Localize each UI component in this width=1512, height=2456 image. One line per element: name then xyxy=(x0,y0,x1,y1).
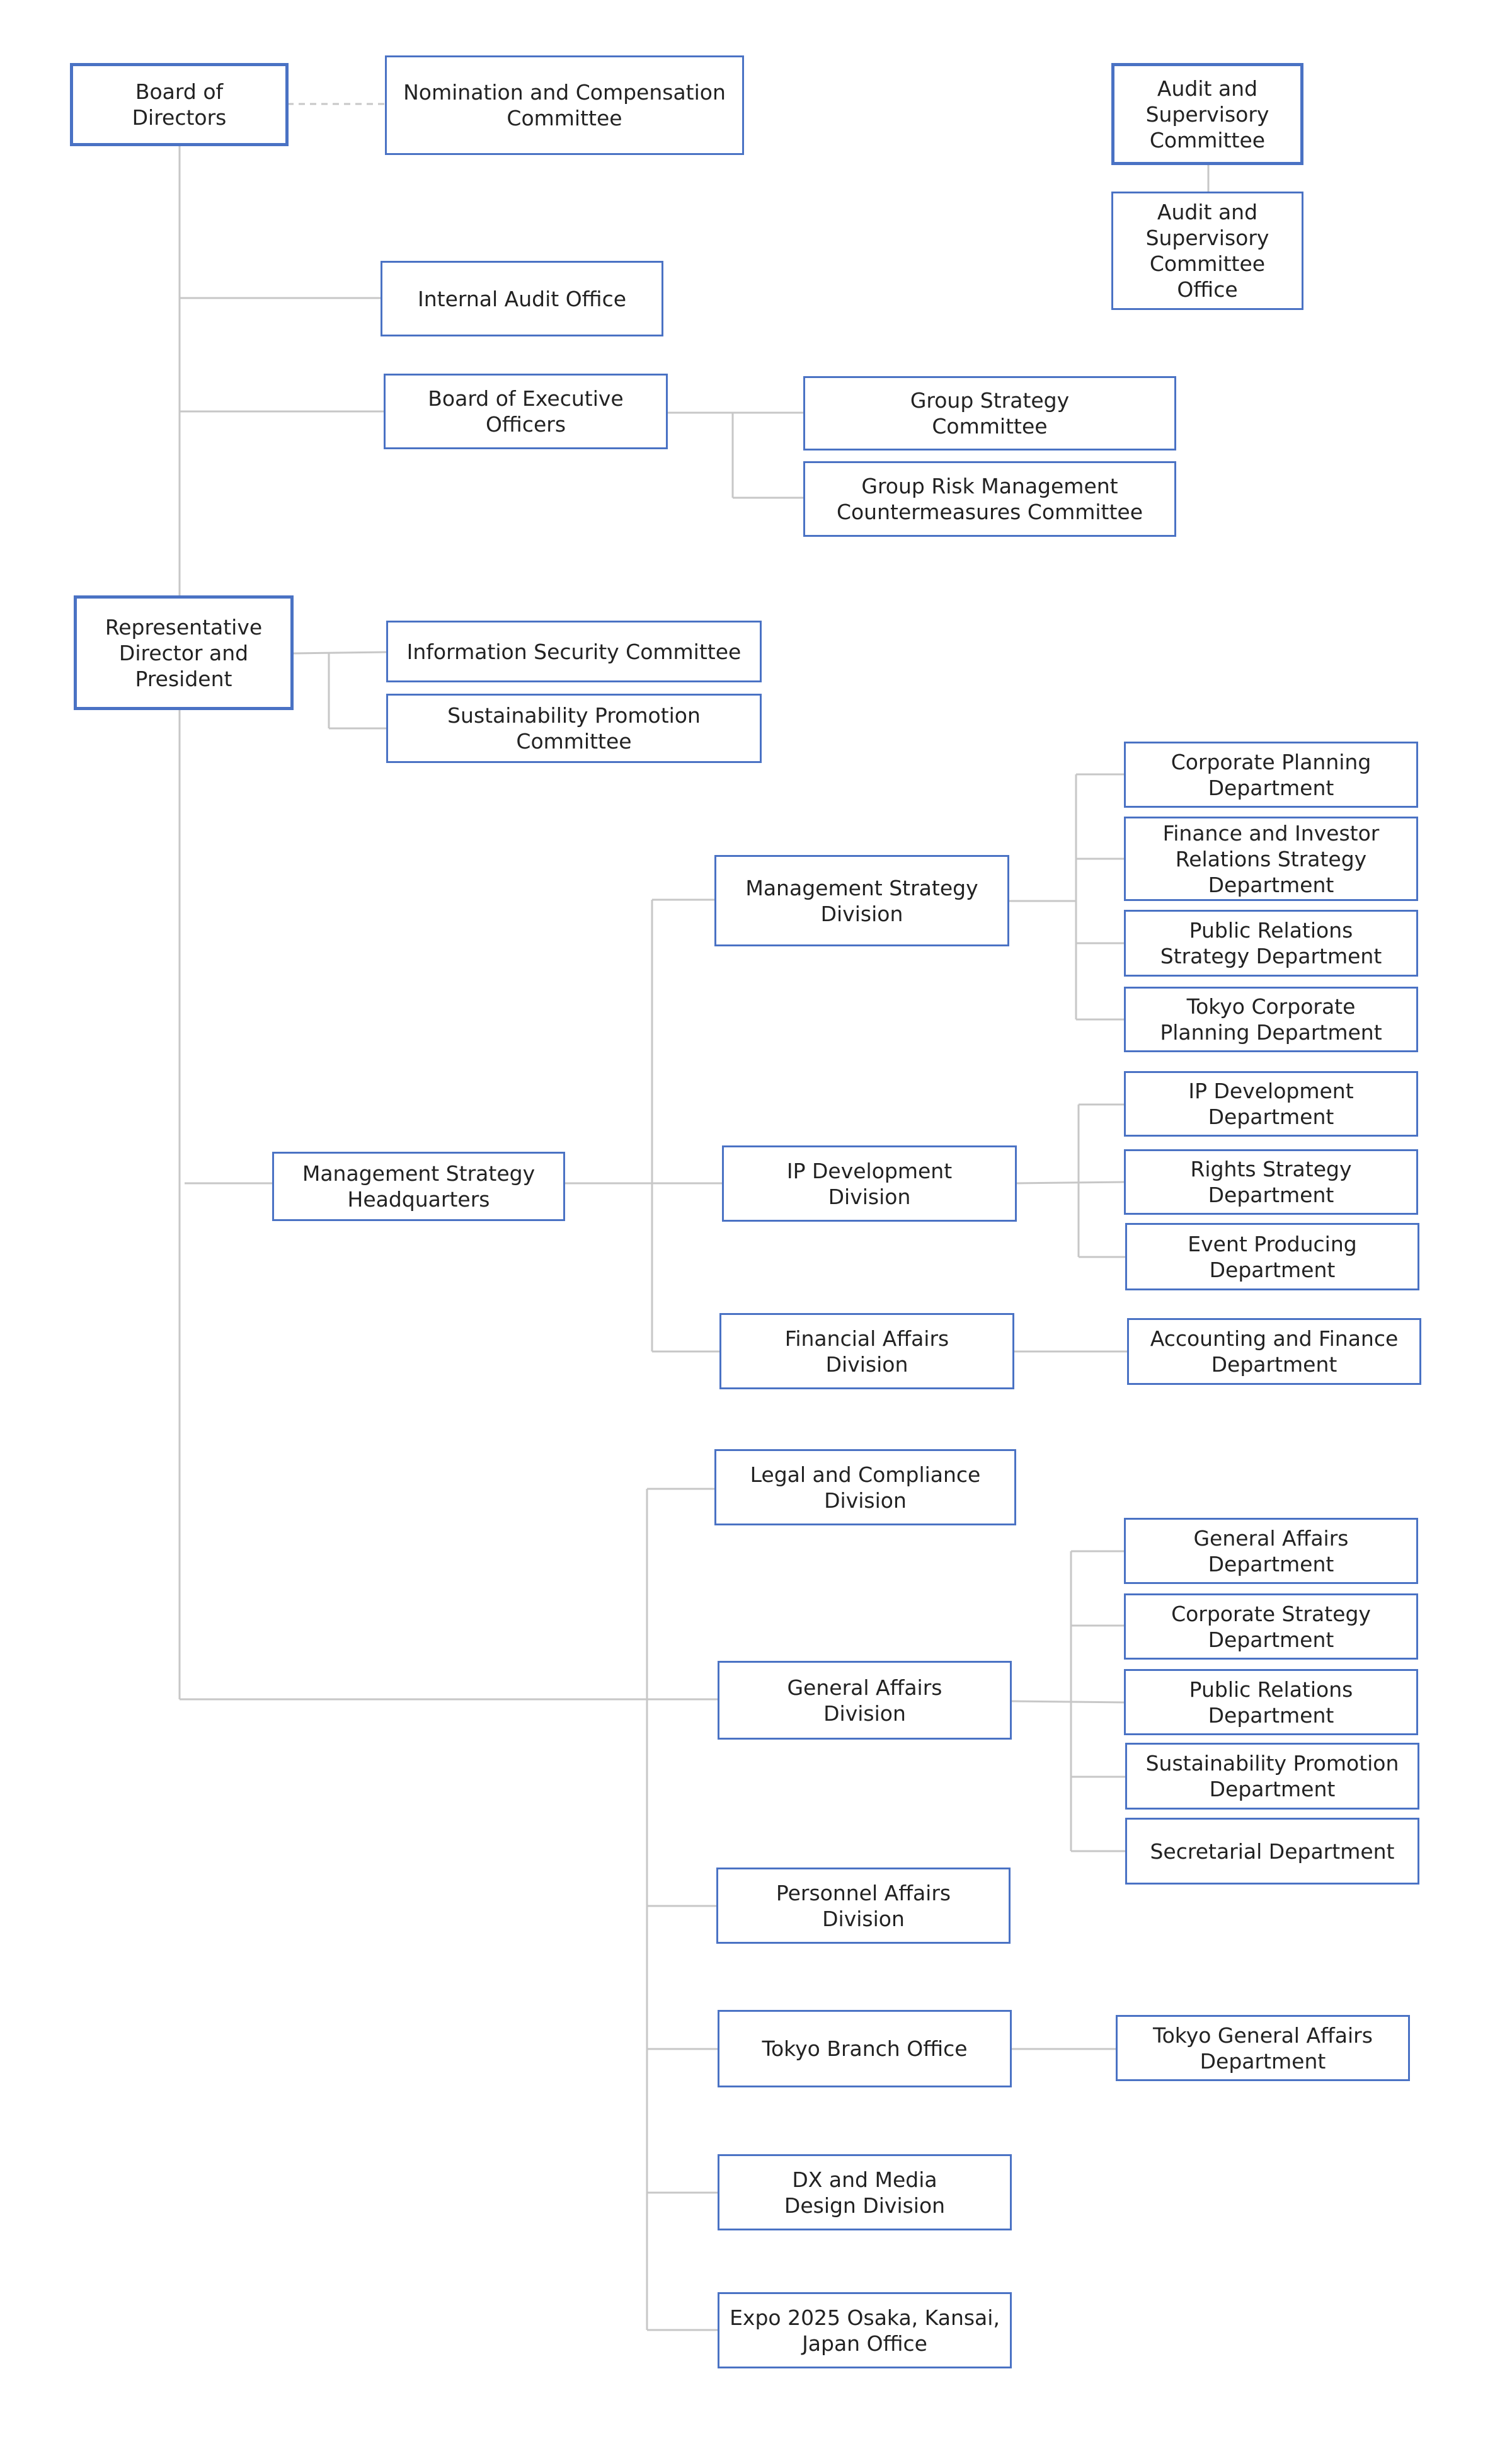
audit-office-node: Audit and Supervisory Committee Office xyxy=(1111,192,1303,310)
info-security-node: Information Security Committee xyxy=(386,621,762,682)
rights-strategy-node: Rights Strategy Department xyxy=(1124,1149,1418,1215)
node-label: Event Producing Department xyxy=(1188,1231,1357,1282)
president-node: Representative Director and President xyxy=(74,595,294,710)
msh-node: Management Strategy Headquarters xyxy=(272,1152,565,1221)
board-of-directors-node: Board of Directors xyxy=(70,63,289,146)
node-label: DX and Media Design Division xyxy=(784,2167,946,2218)
node-label: Sustainability Promotion Committee xyxy=(447,703,701,754)
node-label: Board of Executive Officers xyxy=(428,386,624,437)
group-strategy-node: Group Strategy Committee xyxy=(803,376,1176,450)
node-label: Public Relations Strategy Department xyxy=(1160,918,1382,968)
msd-node: Management Strategy Division xyxy=(714,855,1009,946)
node-label: Tokyo Corporate Planning Department xyxy=(1160,994,1382,1045)
nomination-committee-node: Nomination and Compensation Committee xyxy=(385,55,744,155)
internal-audit-node: Internal Audit Office xyxy=(381,261,663,336)
node-label: Board of Directors xyxy=(132,79,227,130)
node-label: Internal Audit Office xyxy=(417,286,627,311)
node-label: Tokyo General Affairs Department xyxy=(1153,2023,1373,2074)
node-label: Personnel Affairs Division xyxy=(776,1880,951,1931)
node-label: Expo 2025 Osaka, Kansai, Japan Office xyxy=(730,2305,1000,2356)
dx-media-node: DX and Media Design Division xyxy=(718,2154,1012,2230)
node-label: Secretarial Department xyxy=(1150,1839,1395,1864)
node-label: Management Strategy Division xyxy=(745,875,978,926)
general-affairs-division-node: General Affairs Division xyxy=(718,1661,1012,1740)
node-label: Corporate Planning Department xyxy=(1171,749,1372,800)
node-label: Public Relations Department xyxy=(1189,1677,1353,1728)
legal-compliance-node: Legal and Compliance Division xyxy=(714,1449,1016,1525)
event-producing-node: Event Producing Department xyxy=(1125,1223,1419,1290)
node-label: Rights Strategy Department xyxy=(1190,1157,1352,1207)
node-label: IP Development Department xyxy=(1188,1079,1354,1129)
node-label: Sustainability Promotion Department xyxy=(1145,1751,1399,1801)
sustainability-committee-node: Sustainability Promotion Committee xyxy=(386,694,762,763)
ipd-division-node: IP Development Division xyxy=(722,1145,1017,1222)
node-label: Representative Director and President xyxy=(105,614,263,691)
connector-ipd-out xyxy=(1016,1181,1125,1185)
node-label: Financial Affairs Division xyxy=(784,1326,949,1377)
exec-officers-node: Board of Executive Officers xyxy=(384,374,668,449)
public-relations-node: Public Relations Department xyxy=(1124,1669,1418,1735)
node-label: Nomination and Compensation Committee xyxy=(403,80,726,130)
personnel-affairs-node: Personnel Affairs Division xyxy=(716,1868,1011,1944)
general-affairs-department-node: General Affairs Department xyxy=(1124,1518,1418,1584)
corp-planning-node: Corporate Planning Department xyxy=(1124,742,1418,808)
node-label: IP Development Division xyxy=(786,1158,953,1209)
connector-ga-out xyxy=(1011,1700,1125,1704)
secretarial-node: Secretarial Department xyxy=(1125,1818,1419,1885)
expo-office-node: Expo 2025 Osaka, Kansai, Japan Office xyxy=(718,2292,1012,2368)
group-risk-node: Group Risk Management Countermeasures Co… xyxy=(803,461,1176,537)
audit-committee-node: Audit and Supervisory Committee xyxy=(1111,63,1303,165)
accounting-node: Accounting and Finance Department xyxy=(1127,1318,1421,1385)
pr-strategy-node: Public Relations Strategy Department xyxy=(1124,910,1418,977)
node-label: Audit and Supervisory Committee Office xyxy=(1145,200,1269,302)
connector-president-committees xyxy=(292,651,387,655)
node-label: General Affairs Department xyxy=(1193,1525,1349,1576)
node-label: Group Risk Management Countermeasures Co… xyxy=(836,474,1143,524)
tokyo-general-affairs-node: Tokyo General Affairs Department xyxy=(1116,2015,1410,2081)
node-label: Information Security Committee xyxy=(406,639,742,664)
node-label: Corporate Strategy Department xyxy=(1171,1601,1371,1652)
node-label: General Affairs Division xyxy=(787,1675,942,1726)
node-label: Tokyo Branch Office xyxy=(762,2036,968,2061)
node-label: Finance and Investor Relations Strategy … xyxy=(1162,820,1380,897)
node-label: Management Strategy Headquarters xyxy=(302,1161,536,1212)
financial-affairs-node: Financial Affairs Division xyxy=(719,1313,1014,1389)
corporate-strategy-node: Corporate Strategy Department xyxy=(1124,1593,1418,1660)
node-label: Audit and Supervisory Committee xyxy=(1145,76,1269,152)
node-label: Legal and Compliance Division xyxy=(750,1462,981,1513)
node-label: Group Strategy Committee xyxy=(910,388,1070,439)
sustainability-department-node: Sustainability Promotion Department xyxy=(1125,1743,1419,1810)
finance-ir-node: Finance and Investor Relations Strategy … xyxy=(1124,817,1418,901)
tokyo-branch-node: Tokyo Branch Office xyxy=(718,2010,1012,2087)
ipd-department-node: IP Development Department xyxy=(1124,1071,1418,1137)
node-label: Accounting and Finance Department xyxy=(1150,1326,1399,1377)
tokyo-corp-planning-node: Tokyo Corporate Planning Department xyxy=(1124,987,1418,1052)
